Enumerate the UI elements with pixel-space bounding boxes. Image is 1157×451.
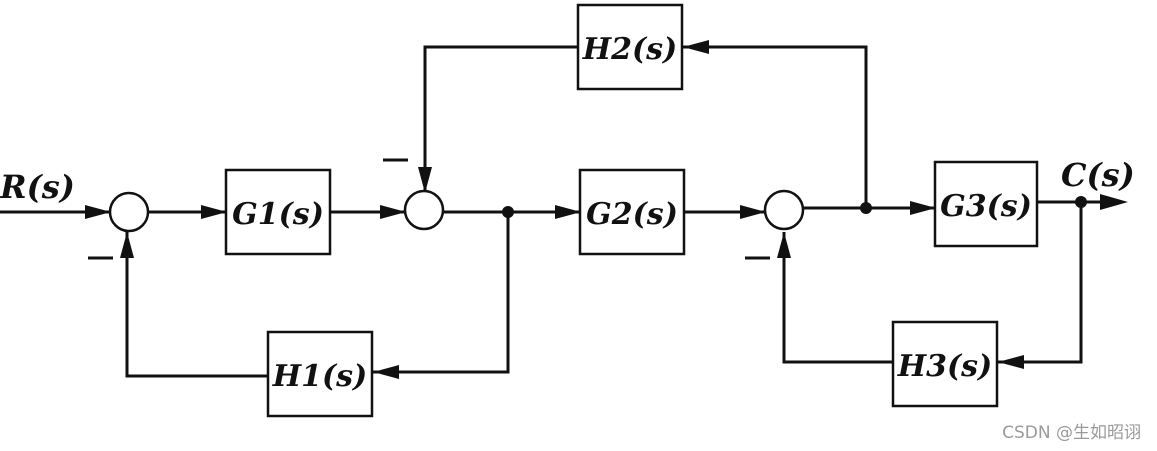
arrow-into-sum2 [380,205,406,219]
arrow-into-g3 [910,201,936,215]
arrow-into-h1 [373,365,399,379]
branch-node-2 [860,202,872,214]
input-signal-label: R(s) [0,168,75,206]
branch-node-3 [1075,196,1087,208]
block-h2 [576,3,684,91]
summing-junction-2 [403,189,445,231]
block-g2-label: G2(s) [586,197,678,232]
arrow-into-sum3 [740,205,766,219]
h3-feedback-wire-out [782,232,893,364]
block-h3-label: H3(s) [897,349,993,384]
block-g3 [933,160,1039,248]
branch-node-1 [502,206,514,218]
arrow-output [1100,194,1128,210]
arrow-h2-to-sum2 [418,167,432,193]
block-g1-label: G1(s) [232,197,324,232]
arrow-into-h3 [998,355,1024,369]
arrow-into-h2 [683,40,709,54]
block-g2 [578,168,686,256]
block-g1 [224,168,332,256]
h1-feedback-wire-in [372,212,510,374]
summing-junction-3 [763,189,805,231]
block-h2-label: H2(s) [582,32,678,67]
arrow-into-sum1 [85,205,111,219]
h2-feedback-wire-out [423,45,578,192]
arrow-into-g2 [555,205,581,219]
block-h3 [891,320,999,408]
summing-junction-1 [108,191,150,233]
arrow-h3-to-sum3 [777,232,791,258]
watermark: CSDN @生如昭诩 [1002,423,1141,443]
h1-feedback-wire-out [125,232,268,378]
block-h1 [266,330,374,418]
block-h1-label: H1(s) [272,359,368,394]
arrow-h1-to-sum1 [120,232,134,258]
h3-feedback-wire-in [997,202,1083,364]
output-signal-label: C(s) [1061,156,1135,194]
arrow-into-g1 [201,205,227,219]
h2-feedback-wire-in [682,45,868,208]
block-g3-label: G3(s) [940,189,1032,224]
